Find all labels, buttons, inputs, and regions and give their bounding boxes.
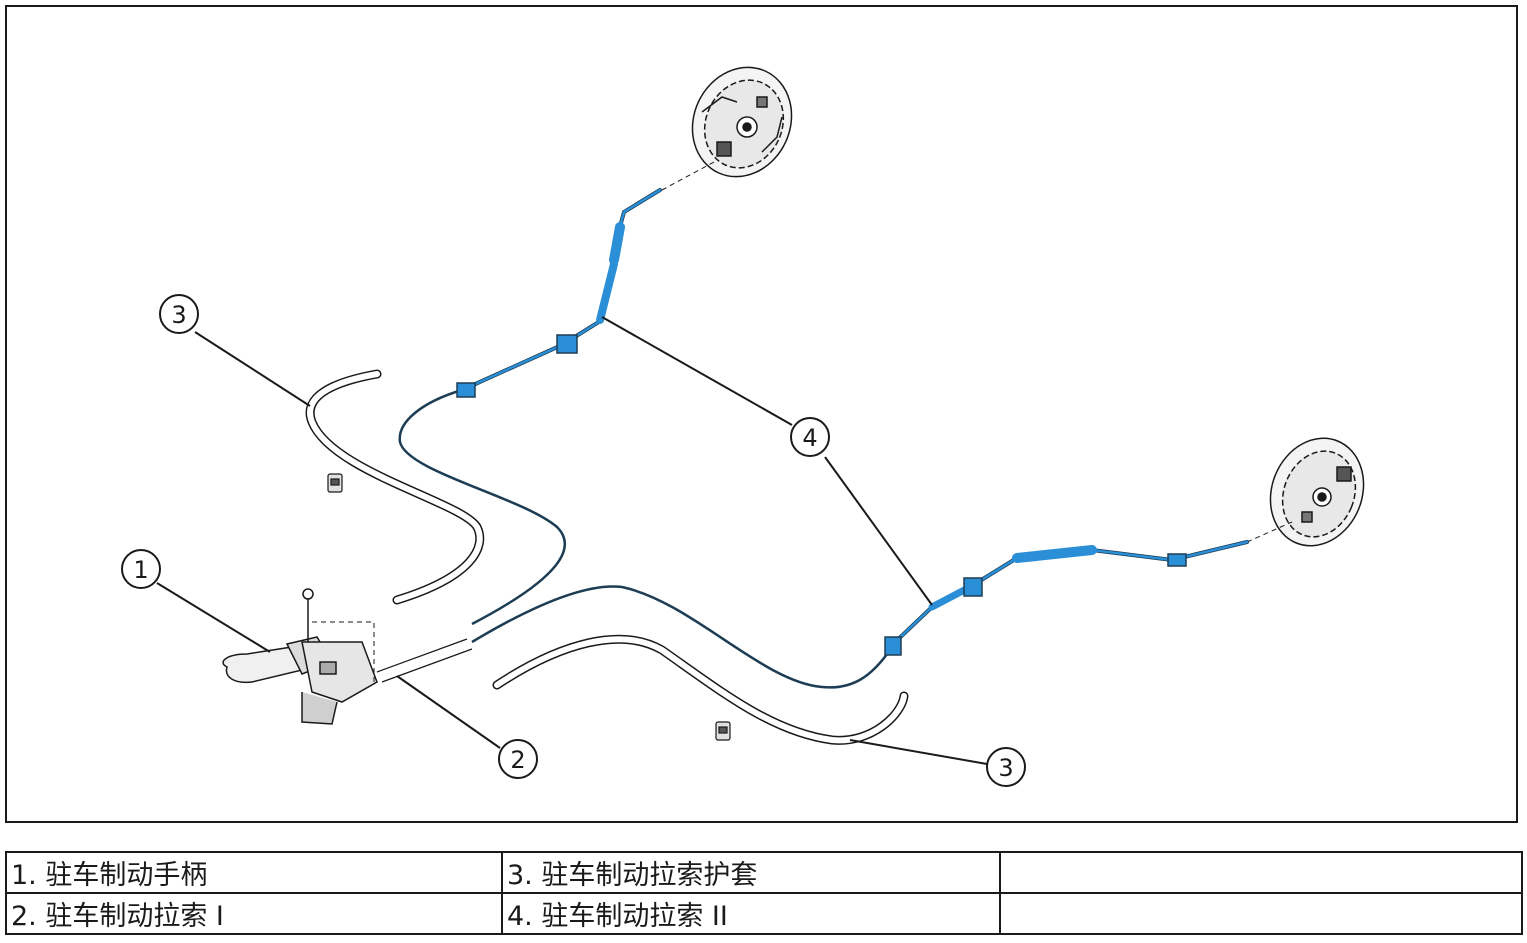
cable-sheath-upper bbox=[305, 369, 485, 605]
legend-item-1: 1. 驻车制动手柄 bbox=[5, 851, 503, 894]
rear-brake-drum-right bbox=[1269, 437, 1365, 547]
callout-3-lower: 3 bbox=[986, 747, 1026, 787]
legend-item-4: 4. 驻车制动拉索 II bbox=[501, 892, 1001, 935]
lever-dashed-outline bbox=[312, 621, 375, 682]
diagram-canvas: 1 3 4 2 3 bbox=[121, 66, 1365, 787]
svg-text:1: 1 bbox=[133, 556, 148, 584]
callout-1: 1 bbox=[121, 549, 161, 589]
parts-legend-table: 1. 驻车制动手柄 3. 驻车制动拉索护套 2. 驻车制动拉索 I 4. 驻车制… bbox=[5, 851, 1523, 935]
parking-brake-lever bbox=[222, 588, 473, 725]
parking-brake-cable-rear bbox=[456, 188, 1249, 656]
parking-brake-cable-front bbox=[398, 388, 894, 689]
drum-connection-dashes bbox=[661, 161, 1293, 543]
svg-text:4: 4 bbox=[802, 424, 817, 452]
callout-leaders bbox=[156, 316, 988, 765]
cable-clip-right bbox=[715, 721, 731, 741]
rear-brake-drum-left bbox=[691, 66, 793, 178]
legend-item-3: 3. 驻车制动拉索护套 bbox=[501, 851, 1001, 894]
svg-text:2: 2 bbox=[510, 746, 525, 774]
callout-4: 4 bbox=[790, 417, 830, 457]
svg-text:3: 3 bbox=[171, 301, 186, 329]
legend-empty-cell bbox=[999, 851, 1523, 894]
cable-sheath-lower bbox=[492, 634, 909, 745]
callout-2: 2 bbox=[498, 739, 538, 779]
svg-text:3: 3 bbox=[998, 754, 1013, 782]
legend-item-2: 2. 驻车制动拉索 I bbox=[5, 892, 503, 935]
legend-empty-cell bbox=[999, 892, 1523, 935]
cable-clip-left bbox=[327, 473, 343, 493]
callout-3-upper: 3 bbox=[159, 294, 199, 334]
parking-brake-diagram: 1 3 4 2 3 bbox=[5, 5, 1518, 823]
legend-row: 2. 驻车制动拉索 I 4. 驻车制动拉索 II bbox=[5, 892, 1523, 935]
legend-row: 1. 驻车制动手柄 3. 驻车制动拉索护套 bbox=[5, 851, 1523, 894]
